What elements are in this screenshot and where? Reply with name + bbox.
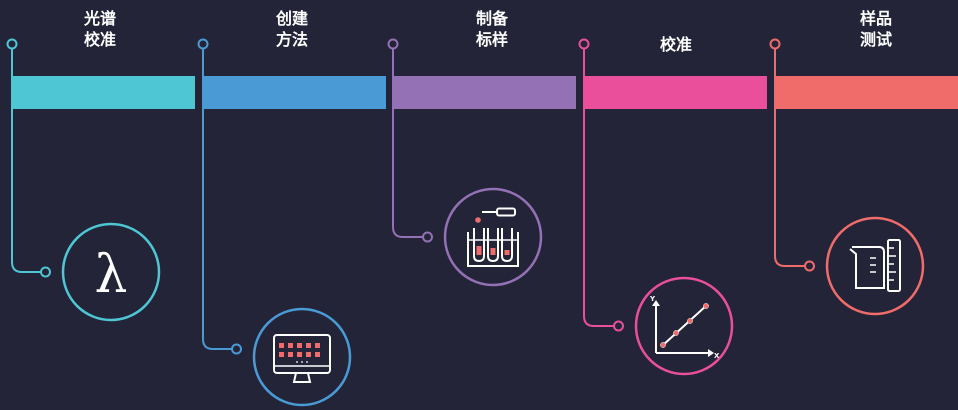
step-label-5: 样品 测试 xyxy=(859,9,892,49)
step-label-2: 创建 方法 xyxy=(275,9,308,49)
step-bar-5 xyxy=(775,76,958,109)
connector-5 xyxy=(769,38,815,272)
connector-3 xyxy=(387,38,433,243)
lambda-glyph: λ xyxy=(95,245,128,305)
test-tubes-icon xyxy=(443,187,543,287)
y-axis-letter: Y xyxy=(649,295,656,303)
step-label-3: 制备 标样 xyxy=(475,9,508,49)
step-label-1: 光谱 校准 xyxy=(83,9,116,49)
connector-1 xyxy=(6,38,51,278)
lambda-icon: λ xyxy=(61,222,161,322)
connector-4 xyxy=(578,38,624,332)
step-bar-4 xyxy=(584,76,767,109)
step-bar-2 xyxy=(203,76,386,109)
calibration-chart-icon: Y X xyxy=(634,276,734,376)
step-bar-1 xyxy=(12,76,195,109)
step-bar-3 xyxy=(393,76,576,109)
connector-2 xyxy=(197,38,242,355)
step-label-4: 校准 xyxy=(659,35,692,54)
monitor-icon xyxy=(252,307,352,407)
beaker-icon xyxy=(825,216,925,316)
x-axis-letter: X xyxy=(714,352,720,360)
